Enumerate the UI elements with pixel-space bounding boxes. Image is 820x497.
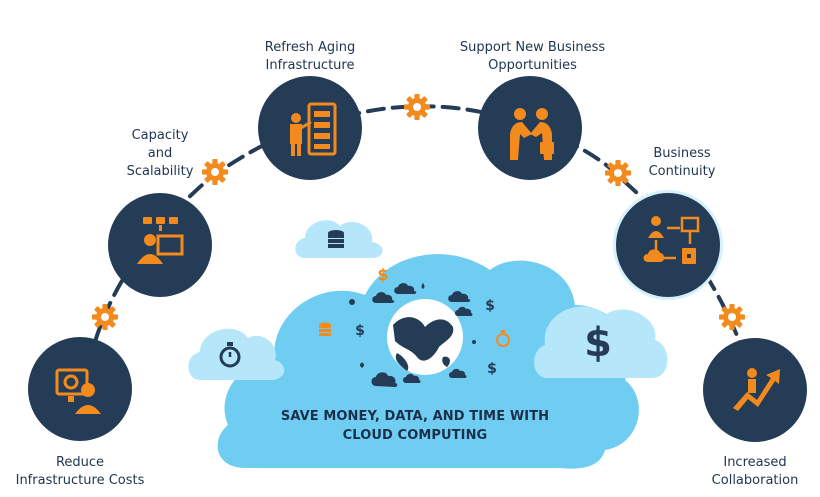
circle-support — [478, 76, 582, 180]
cloud-stopwatch-bubble — [188, 328, 285, 380]
dollar-icon: $ — [355, 323, 365, 339]
coin-stack-icon — [319, 322, 331, 336]
label-line: Refresh Aging — [264, 40, 356, 55]
label-line: Infrastructure — [265, 58, 355, 73]
money-monitor-icon — [55, 368, 89, 396]
center-message-line: SAVE MONEY, DATA, AND TIME WITH — [280, 409, 550, 424]
workflow-icon — [643, 216, 700, 264]
drop-icon — [360, 362, 364, 368]
dollar-icon: $ — [377, 265, 388, 284]
label-reduce-costs: Reduce Infrastructure Costs — [0, 454, 160, 490]
label-refresh: Refresh Aging Infrastructure — [245, 39, 375, 75]
dollar-icon: $ — [584, 320, 612, 366]
label-line: and — [147, 146, 173, 161]
label-continuity: Business Continuity — [632, 145, 732, 181]
dollar-icon: $ — [485, 298, 495, 314]
label-line: Support New Business — [459, 40, 606, 55]
gear-icon — [605, 160, 631, 186]
label-line: Continuity — [648, 164, 716, 179]
circle-reduce-costs — [28, 337, 132, 441]
circle-collaboration — [703, 338, 807, 442]
label-line: Infrastructure Costs — [15, 473, 145, 488]
label-line: Capacity — [131, 128, 189, 143]
globe-icon — [387, 299, 463, 375]
gear-icon — [404, 94, 430, 120]
circle-continuity — [613, 190, 723, 300]
label-line: Collaboration — [711, 473, 799, 488]
label-support: Support New Business Opportunities — [440, 39, 625, 75]
label-line: Business — [653, 146, 711, 161]
label-line: Scalability — [126, 164, 194, 179]
handshake-icon — [510, 108, 554, 160]
label-line: Increased — [723, 455, 787, 470]
dollar-icon: $ — [487, 361, 497, 377]
small-clouds — [349, 283, 476, 387]
stopwatch-icon — [219, 342, 241, 368]
center-message-line: CLOUD COMPUTING — [342, 428, 488, 443]
drop-icon — [421, 283, 425, 289]
gear-icon — [719, 304, 745, 330]
circle-refresh — [258, 76, 362, 180]
server-rack-icon — [290, 102, 337, 156]
timer-icon — [496, 330, 510, 347]
circle-capacity — [108, 193, 212, 297]
label-line: Reduce — [55, 455, 105, 470]
cloud-dollar-bubble — [534, 306, 668, 378]
presentation-icon — [137, 217, 184, 264]
gear-icon — [92, 304, 118, 330]
database-icon — [328, 230, 344, 248]
label-collaboration: Increased Collaboration — [690, 454, 820, 490]
label-line: Opportunities — [488, 58, 577, 73]
growth-arrow-icon — [733, 368, 780, 411]
label-capacity: Capacity and Scalability — [110, 127, 210, 181]
center-message: SAVE MONEY, DATA, AND TIME WITH CLOUD CO… — [250, 407, 580, 445]
